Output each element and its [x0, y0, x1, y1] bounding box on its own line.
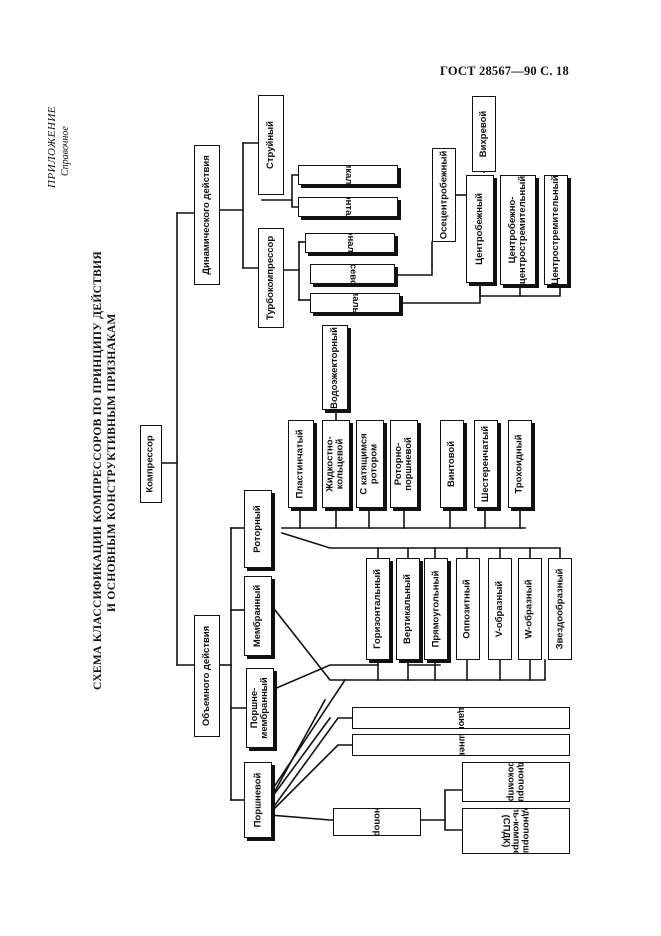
axial-centrifugal-node: Осецентробежный — [432, 148, 456, 242]
screw-node: Винтовой — [440, 420, 464, 508]
membrane-node: Мембранный — [244, 576, 272, 656]
star-shaped-node: Звездообразный — [548, 558, 572, 660]
dynamic-action-node: Динамического действия — [194, 145, 220, 285]
piston-membrane-node: Поршне- мембранный — [246, 668, 274, 748]
centripetal-node: Центростремительный — [544, 175, 568, 285]
jet-vertical-node: Вертикальный — [298, 165, 398, 185]
axial-piston-node: Аксиально-поршневой компрессор — [352, 734, 570, 756]
free-piston-diesel-node: Свободнопоршневой дизель-компрессор (СПД… — [462, 808, 570, 854]
trochoid-node: Трохоидный — [508, 420, 532, 508]
w-shaped-node: W-образный — [518, 558, 542, 660]
rectangular-node: Прямоугольный — [424, 558, 448, 660]
free-piston-node: Свободнопоршневой — [333, 808, 421, 836]
opposed-node: Оппозитный — [456, 558, 480, 660]
volumetric-action-node: Объемного действия — [194, 615, 220, 737]
rotor-piston-node: Роторно- поршневой — [390, 420, 418, 508]
rolling-rotor-node: С катящимся ротором — [356, 420, 384, 508]
free-piston-electro-node: Свободнопоршневой электрокомпрессор — [462, 762, 570, 802]
vertical-node: Вертикальный — [396, 558, 420, 660]
rotating-pistons-node: Компрессор с вращающимися поршнями — [352, 707, 570, 729]
liquid-ring-node: Жидкостно- кольцевой — [322, 420, 350, 508]
gear-node: Шестеренчатый — [474, 420, 498, 508]
horizontal-node: Горизонтальный — [366, 558, 390, 660]
vortex-node: Вихревой — [472, 96, 496, 172]
document-number: ГОСТ 28567—90 С. 18 — [440, 64, 569, 78]
jet-horizontal-node: Горизонтальный — [298, 197, 398, 217]
v-shaped-node: V-образный — [488, 558, 512, 660]
axial-node: Осевой — [310, 264, 395, 284]
water-ejector-node: Водоэжекторный — [322, 325, 348, 410]
diagonal-node: Диагональный — [305, 233, 395, 253]
radial-node: Радиальный — [310, 293, 400, 313]
centrifugal-node: Центробежный — [466, 175, 494, 283]
centrifugal-centripetal-node: Центробежно- центростремительный — [500, 175, 536, 285]
turbocompressor-node: Турбокомпрессор — [258, 228, 284, 328]
rotary-node: Роторный — [244, 490, 272, 568]
vane-node: Пластинчатый — [288, 420, 314, 508]
piston-node: Поршневой — [244, 762, 272, 838]
compressor-node: Компрессор — [140, 425, 162, 503]
jet-node: Струйный — [258, 95, 284, 195]
